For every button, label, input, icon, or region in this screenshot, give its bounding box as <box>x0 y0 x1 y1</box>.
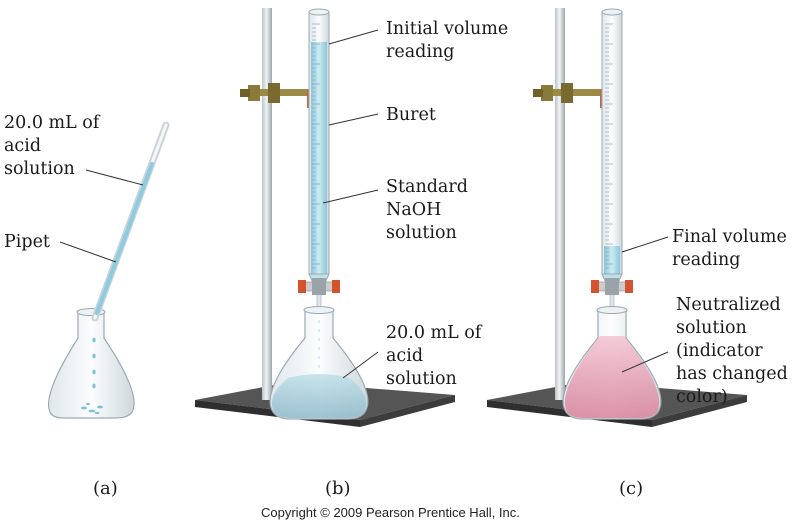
buret-c <box>602 9 622 320</box>
leader-final <box>622 237 668 252</box>
label-acid-solution-a: 20.0 mL of acid solution <box>4 112 99 181</box>
caption-b: (b) <box>325 478 351 499</box>
buret-b <box>309 9 329 320</box>
label-buret: Buret <box>386 104 436 127</box>
label-neutralized-solution: Neutralized solution (indicator has chan… <box>676 294 788 409</box>
label-standard-naoh: Standard NaOH solution <box>386 176 468 245</box>
pipet <box>95 125 166 318</box>
leader-buret <box>329 114 378 125</box>
leader-pipet <box>60 242 116 262</box>
stopcock-b <box>298 278 340 295</box>
stand-rod-b <box>262 8 272 400</box>
stopcock-c <box>591 278 633 295</box>
copyright: Copyright © 2009 Pearson Prentice Hall, … <box>261 505 520 520</box>
neutralized-solution <box>565 336 659 418</box>
leader-naoh <box>323 190 378 203</box>
caption-c: (c) <box>619 478 643 499</box>
flask-a <box>49 312 135 418</box>
stand-rod-c <box>555 8 565 400</box>
acid-solution-b <box>272 374 366 418</box>
leader-initial <box>329 30 378 44</box>
label-pipet: Pipet <box>4 231 50 254</box>
label-initial-volume: Initial volume reading <box>386 18 508 64</box>
caption-a: (a) <box>93 478 118 499</box>
label-acid-solution-b: 20.0 mL of acid solution <box>386 322 481 391</box>
label-final-volume: Final volume reading <box>672 226 787 272</box>
